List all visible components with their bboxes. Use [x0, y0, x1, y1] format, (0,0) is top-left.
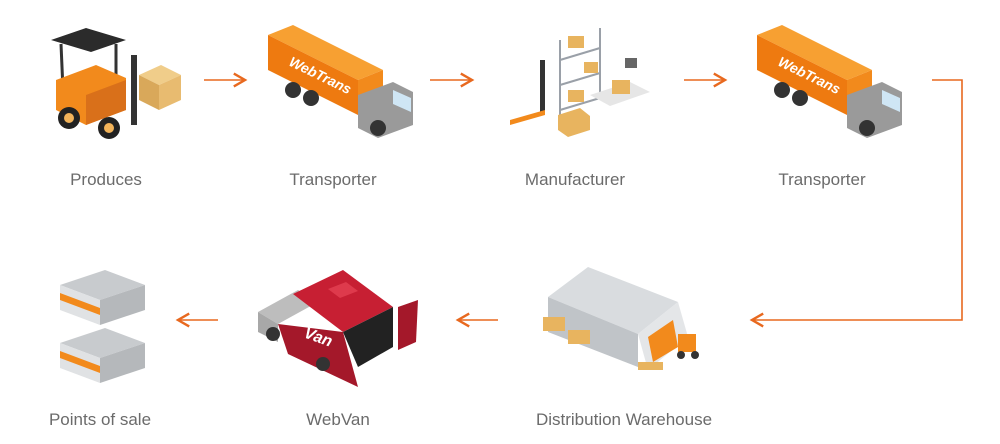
label-distribution-warehouse: Distribution Warehouse: [535, 410, 713, 429]
step-points-of-sale: [0, 265, 200, 390]
truck-icon: WebTrans: [757, 25, 902, 138]
warehouse-shelves-icon: [510, 28, 650, 137]
label-manufacturer: Manufacturer: [524, 170, 626, 189]
label-produces: Produces: [70, 170, 142, 189]
step-webvan: Van: [238, 262, 438, 392]
label-transporter-1: Transporter: [289, 170, 377, 189]
shops-icon: [60, 270, 145, 383]
arrow-4-connector: [749, 79, 963, 328]
step-produces: [6, 20, 206, 140]
truck-icon: WebTrans: [268, 25, 413, 138]
distribution-warehouse-icon: [543, 267, 699, 370]
label-webvan: WebVan: [306, 410, 370, 429]
label-points-of-sale: Points of sale: [48, 410, 152, 429]
label-transporter-2: Transporter: [778, 170, 866, 189]
step-distribution-warehouse: [528, 262, 728, 382]
van-icon: Van: [258, 270, 418, 387]
step-transporter-2: WebTrans: [722, 20, 922, 140]
step-transporter-1: WebTrans: [233, 20, 433, 140]
step-manufacturer: [475, 20, 675, 140]
forklift-icon: [51, 28, 181, 139]
